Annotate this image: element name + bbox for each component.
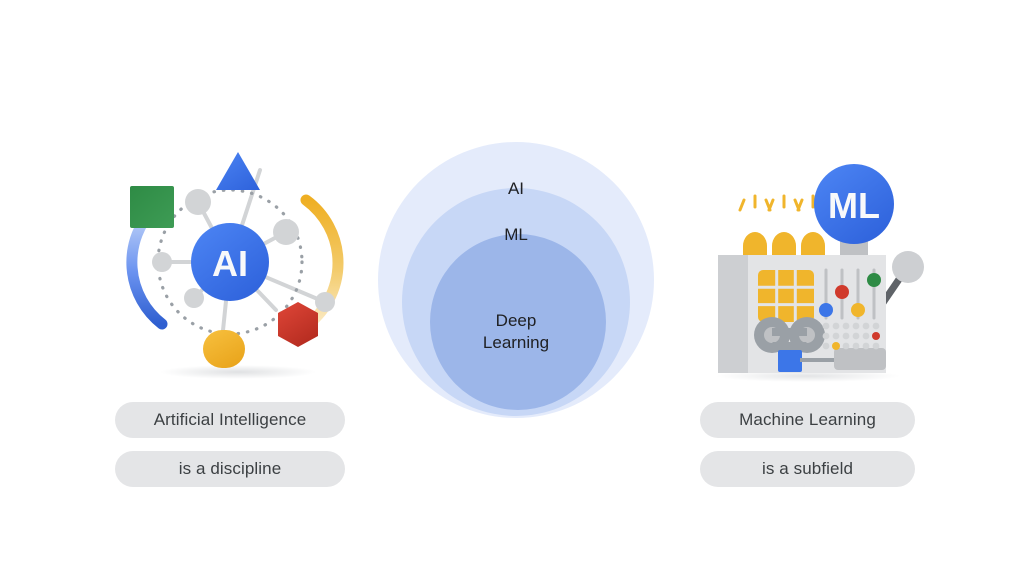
label-machine-learning: Machine Learning: [700, 402, 915, 438]
blue-block: [778, 350, 802, 372]
node-dot: [184, 288, 204, 308]
venn-label-ai: AI: [507, 179, 525, 198]
machine-body-left: [718, 255, 752, 373]
node-dot: [315, 292, 335, 312]
dot-matrix-yellow: [832, 342, 840, 350]
venn-label-deep-learning-line1: Deep: [495, 311, 537, 330]
yellow-arc: [300, 194, 344, 332]
node-dot: [273, 219, 299, 245]
node-dot: [185, 189, 211, 215]
ml-badge-circle: [814, 164, 894, 244]
label-artificial-intelligence-text: Artificial Intelligence: [153, 410, 307, 429]
label-is-a-subfield-text: is a subfield: [761, 459, 854, 478]
ai-core-circle: [191, 223, 269, 301]
nested-venn-diagram: AI ML Deep Learning: [378, 142, 654, 418]
ml-badge-label: ML: [828, 185, 880, 226]
node-dot: [152, 252, 172, 272]
ml-illustration-svg: ML: [716, 164, 924, 382]
machine-learning-illustration: ML: [690, 150, 940, 400]
dot-matrix: [822, 322, 880, 350]
venn-label-ml: ML: [504, 225, 528, 244]
label-artificial-intelligence: Artificial Intelligence: [115, 402, 345, 438]
label-is-a-discipline-text: is a discipline: [178, 459, 282, 478]
ai-core-label: AI: [212, 243, 248, 284]
gray-bar: [834, 348, 886, 370]
grid-panel: [758, 270, 814, 322]
artificial-intelligence-illustration: AI: [110, 140, 360, 390]
slider-handle-blue: [819, 303, 833, 317]
network-nodes: [152, 189, 335, 312]
label-is-a-subfield: is a subfield: [700, 451, 915, 487]
venn-circle-deep-learning: [430, 234, 606, 410]
ground-shadow: [160, 365, 316, 379]
slider-group[interactable]: [819, 268, 881, 320]
slider-handle-yellow: [851, 303, 865, 317]
label-is-a-discipline: is a discipline: [115, 451, 345, 487]
red-hexagon: [278, 302, 318, 347]
venn-label-deep-learning-line2: Learning: [482, 333, 550, 352]
dot-matrix-red: [872, 332, 880, 340]
label-machine-learning-text: Machine Learning: [739, 410, 876, 429]
yellow-circle: [203, 330, 245, 368]
venn-label-deep-learning: Deep Learning: [378, 310, 654, 354]
green-square: [130, 186, 174, 228]
slider-handle-green: [867, 273, 881, 287]
ai-illustration-svg: AI: [126, 152, 344, 379]
slider-handle-red: [835, 285, 849, 299]
blue-triangle: [216, 152, 260, 190]
